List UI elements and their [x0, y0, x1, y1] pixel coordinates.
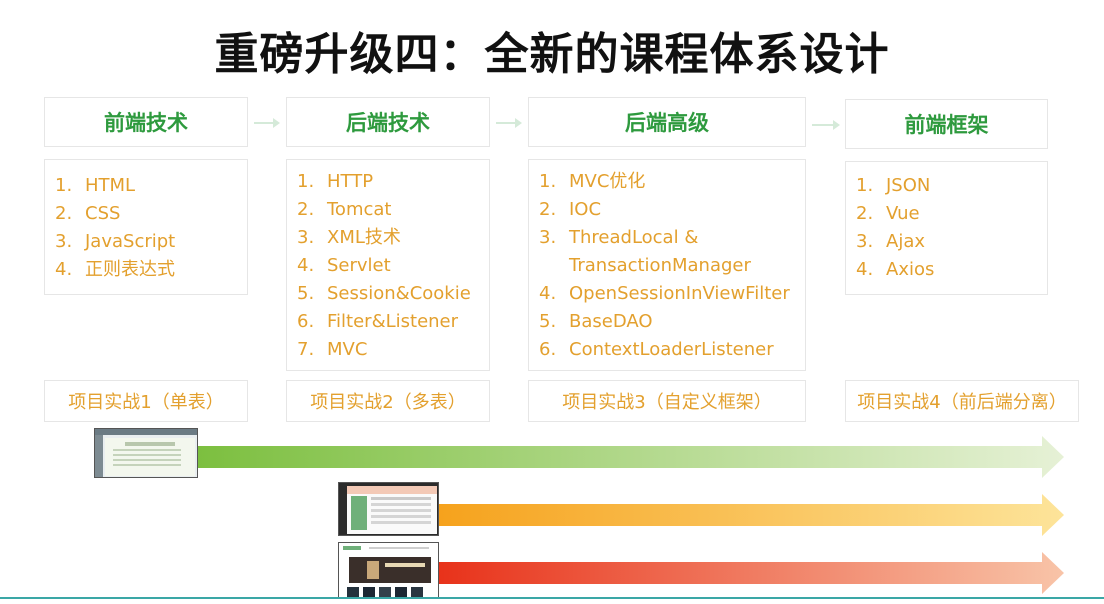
list-item: 1.JSON	[856, 175, 931, 196]
connector-arrow	[254, 118, 280, 128]
topic-list-backend-tech: 1.HTTP 2.Tomcat 3.XML技术 4.Servlet 5.Sess…	[286, 159, 490, 371]
project-1-screenshot-thumbnail	[94, 428, 198, 478]
list-item: 3.JavaScript	[55, 231, 176, 252]
timeline-arrow-orange	[438, 494, 1064, 536]
list-item: 6.ContextLoaderListener	[539, 339, 774, 360]
list-item: 3.Ajax	[856, 231, 925, 252]
list-item: 2.IOC	[539, 199, 602, 220]
list-item: 1.MVC优化	[539, 171, 646, 192]
connector-arrow	[812, 120, 840, 130]
topic-list-backend-advanced: 1.MVC优化 2.IOC 3.ThreadLocal & Transactio…	[528, 159, 806, 371]
list-item: 4.正则表达式	[55, 259, 175, 280]
list-item: 1.HTML	[55, 175, 136, 196]
list-item: 3.XML技术	[297, 227, 401, 248]
list-item: 2.Vue	[856, 203, 920, 224]
list-item: 5.BaseDAO	[539, 311, 653, 332]
project-label-3: 项目实战3（自定义框架）	[528, 380, 806, 422]
column-header-backend-advanced: 后端高级	[528, 97, 806, 147]
list-item: 4.Axios	[856, 259, 935, 280]
project-label-4: 项目实战4（前后端分离）	[845, 380, 1079, 422]
list-item: 6.Filter&Listener	[297, 311, 459, 332]
topic-list-frontend-tech: 1.HTML 2.CSS 3.JavaScript 4.正则表达式	[44, 159, 248, 295]
list-item: 2.CSS	[55, 203, 121, 224]
list-item: 4.Servlet	[297, 255, 391, 276]
column-header-frontend-framework: 前端框架	[845, 99, 1048, 149]
list-item: 7.MVC	[297, 339, 368, 360]
timeline-arrow-green	[196, 436, 1064, 478]
project-label-1: 项目实战1（单表）	[44, 380, 248, 422]
project-3-screenshot-thumbnail	[338, 542, 439, 598]
screenshot-image	[339, 543, 438, 597]
list-item: 3.ThreadLocal & TransactionManager	[539, 227, 751, 276]
column-header-frontend-tech: 前端技术	[44, 97, 248, 147]
topic-list-frontend-framework: 1.JSON 2.Vue 3.Ajax 4.Axios	[845, 161, 1048, 295]
column-header-backend-tech: 后端技术	[286, 97, 490, 147]
timeline-arrow-red	[438, 552, 1064, 594]
page-title: 重磅升级四：全新的课程体系设计	[214, 29, 890, 80]
project-2-screenshot-thumbnail	[338, 482, 439, 536]
list-item: 4.OpenSessionInViewFilter	[539, 283, 790, 304]
screenshot-image	[339, 483, 438, 535]
project-label-2: 项目实战2（多表）	[286, 380, 490, 422]
screenshot-image	[95, 429, 197, 477]
list-item: 1.HTTP	[297, 171, 374, 192]
connector-arrow	[496, 118, 522, 128]
list-item: 2.Tomcat	[297, 199, 392, 220]
list-item: 5.Session&Cookie	[297, 283, 471, 304]
footer-divider	[0, 597, 1104, 599]
